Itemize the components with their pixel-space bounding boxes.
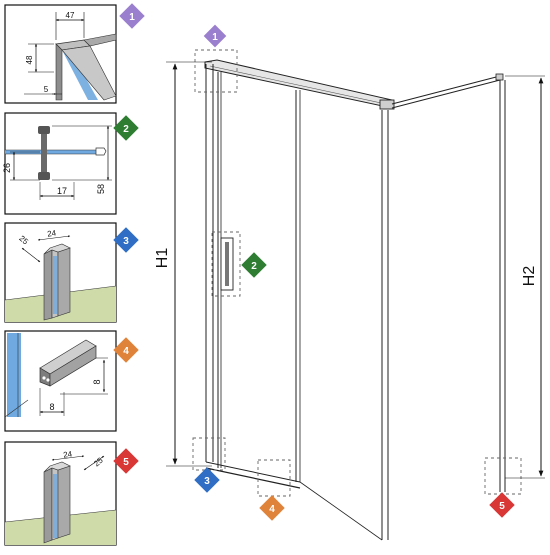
detail-badge-3: 3 — [113, 227, 139, 253]
svg-text:5: 5 — [499, 501, 505, 512]
callout-box-1 — [194, 49, 238, 93]
detail-5-label-a: 24 — [63, 449, 74, 459]
detail-1-panel — [4, 4, 117, 104]
detail-1-width-label: 47 — [66, 11, 75, 20]
svg-text:1: 1 — [212, 32, 218, 43]
detail-1-wall-label: 5 — [44, 85, 49, 94]
h2-label: H2 — [521, 266, 538, 287]
svg-text:5: 5 — [123, 457, 129, 468]
detail-2-label-c: 58 — [96, 184, 106, 194]
detail-4-panel — [4, 330, 117, 432]
enclosure-drawing — [204, 59, 506, 541]
svg-text:2: 2 — [123, 124, 129, 135]
callout-box-5 — [484, 457, 522, 495]
detail-badge-1: 1 — [119, 3, 145, 29]
svg-text:4: 4 — [123, 346, 129, 357]
h1-dimension — [166, 61, 212, 467]
callout-box-2 — [211, 231, 241, 297]
detail-badge-4: 4 — [113, 337, 139, 363]
svg-text:3: 3 — [123, 236, 129, 247]
svg-text:4: 4 — [269, 504, 275, 515]
svg-text:2: 2 — [251, 261, 257, 272]
detail-badge-5: 5 — [113, 448, 139, 474]
detail-3-label-a: 24 — [47, 228, 58, 238]
detail-5-panel — [4, 441, 117, 546]
callout-box-4 — [257, 459, 291, 497]
main-badge-5: 5 — [489, 492, 515, 518]
svg-text:1: 1 — [129, 12, 135, 23]
detail-4-label-b: 8 — [49, 402, 54, 412]
detail-2-panel — [4, 112, 117, 215]
h1-label: H1 — [154, 248, 171, 269]
detail-1-height-label: 48 — [25, 55, 34, 64]
main-badge-1: 1 — [203, 24, 227, 48]
detail-3-panel — [4, 222, 117, 323]
main-badge-3: 3 — [194, 467, 220, 493]
detail-2-label-a: 26 — [2, 163, 12, 173]
detail-badge-2: 2 — [113, 115, 139, 141]
main-badge-2: 2 — [241, 252, 267, 278]
main-badge-4: 4 — [259, 495, 285, 521]
detail-2-label-b: 17 — [57, 186, 67, 196]
svg-text:3: 3 — [204, 476, 210, 487]
detail-4-label-a: 8 — [92, 379, 102, 384]
h2-dimension — [505, 75, 545, 479]
